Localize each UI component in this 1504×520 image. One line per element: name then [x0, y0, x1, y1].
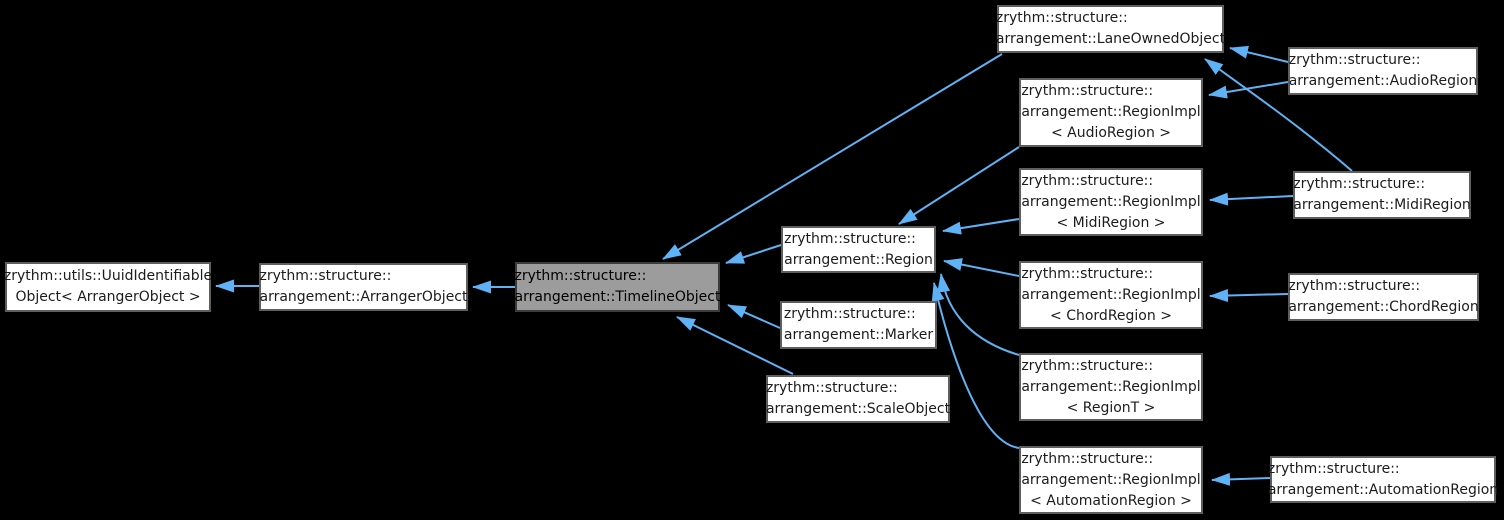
- class-name: zrythm::structure::: [259, 268, 392, 284]
- class-name: zrythm::structure::: [1021, 83, 1154, 99]
- class-name: arrangement::ArrangerObject: [259, 289, 468, 305]
- class-name: zrythm::structure::: [514, 268, 647, 284]
- node-automation-region[interactable]: zrythm::structure:: arrangement::Automat…: [1267, 456, 1499, 503]
- edge-audioregion-to-laneownedobject: [1229, 45, 1289, 63]
- class-name: zrythm::utils::UuidIdentifiable: [3, 268, 213, 284]
- class-name: zrythm::structure::: [995, 10, 1128, 26]
- class-name: arrangement::Region: [784, 251, 933, 268]
- node-lane-owned-object[interactable]: zrythm::structure:: arrangement::LaneOwn…: [995, 5, 1226, 53]
- node-region-impl-regiont[interactable]: zrythm::structure:: arrangement::RegionI…: [1019, 353, 1203, 421]
- class-name: arrangement::ScaleObject: [765, 401, 951, 417]
- class-name: arrangement::RegionImpl: [1021, 193, 1201, 210]
- node-region-impl-chord-region[interactable]: zrythm::structure:: arrangement::RegionI…: [1019, 261, 1203, 329]
- node-arranger-object[interactable]: zrythm::structure:: arrangement::Arrange…: [259, 263, 468, 311]
- class-name: zrythm::structure::: [1288, 278, 1421, 294]
- edge-scaleobject-to-timelineobject: [676, 316, 794, 375]
- node-region[interactable]: zrythm::structure:: arrangement::Region: [781, 226, 936, 273]
- class-name: arrangement::RegionImpl: [1021, 104, 1201, 120]
- template-argument: < RegionT >: [1066, 399, 1156, 416]
- class-name: Object< ArrangerObject >: [15, 289, 201, 305]
- edge-laneownedobject-to-timelineobject: [662, 53, 1003, 260]
- class-name: zrythm::structure::: [783, 306, 916, 322]
- class-name: arrangement::MidiRegion: [1293, 197, 1471, 213]
- class-name: zrythm::structure::: [1021, 450, 1154, 467]
- class-name: arrangement::ChordRegion: [1288, 299, 1479, 315]
- edge-midiregion-to-laneownedobject: [1204, 58, 1353, 172]
- edge-chordregion-to-regionimpl-chordregion: [1209, 289, 1289, 303]
- node-chord-region[interactable]: zrythm::structure:: arrangement::ChordRe…: [1288, 273, 1479, 321]
- edge-audioregion-to-regionimpl-audioregion: [1208, 81, 1289, 99]
- class-name: arrangement::LaneOwnedObject: [995, 31, 1226, 47]
- class-name: zrythm::structure::: [765, 380, 898, 396]
- node-timeline-object[interactable]: zrythm::structure:: arrangement::Timelin…: [515, 262, 720, 312]
- edge-midiregion-to-regionimpl-midiregion: [1209, 192, 1294, 206]
- class-name: zrythm::structure::: [1021, 265, 1154, 282]
- template-argument: < AudioRegion >: [1050, 125, 1172, 141]
- template-argument: < MidiRegion >: [1056, 214, 1166, 231]
- node-marker[interactable]: zrythm::structure:: arrangement::Marker: [780, 301, 937, 349]
- node-region-impl-audio-region[interactable]: zrythm::structure:: arrangement::RegionI…: [1019, 78, 1203, 147]
- template-argument: < AutomationRegion >: [1030, 492, 1192, 509]
- edge-regionimpl-audioregion-to-region: [898, 146, 1020, 225]
- node-scale-object[interactable]: zrythm::structure:: arrangement::ScaleOb…: [766, 375, 950, 423]
- class-name: zrythm::structure::: [1293, 176, 1426, 192]
- edge-regionimpl-chordregion-to-region: [943, 258, 1020, 277]
- node-uuid-identifiable-object[interactable]: zrythm::utils::UuidIdentifiable Object< …: [3, 262, 213, 312]
- class-name: zrythm::structure::: [1288, 52, 1421, 68]
- node-region-impl-midi-region[interactable]: zrythm::structure:: arrangement::RegionI…: [1019, 168, 1203, 236]
- class-name: arrangement::RegionImpl: [1021, 286, 1201, 303]
- edge-marker-to-timelineobject: [727, 304, 781, 329]
- class-name: zrythm::structure::: [784, 230, 916, 247]
- node-midi-region[interactable]: zrythm::structure:: arrangement::MidiReg…: [1293, 171, 1471, 219]
- node-region-impl-automation-region[interactable]: zrythm::structure:: arrangement::RegionI…: [1019, 446, 1203, 514]
- edge-regionimpl-midiregion-to-region: [942, 218, 1020, 235]
- class-name: arrangement::AutomationRegion: [1267, 481, 1499, 498]
- class-name: arrangement::AudioRegion: [1288, 73, 1478, 89]
- class-name: arrangement::TimelineObject: [514, 289, 721, 305]
- node-audio-region[interactable]: zrythm::structure:: arrangement::AudioRe…: [1288, 47, 1478, 95]
- class-name: arrangement::Marker: [783, 327, 934, 343]
- edge-regionimpl-regiont-to-region: [937, 273, 1020, 356]
- class-name: zrythm::structure::: [1021, 172, 1154, 189]
- class-name: arrangement::RegionImpl: [1021, 471, 1201, 488]
- class-name: arrangement::RegionImpl: [1021, 378, 1201, 395]
- edge-automationregion-to-regionimpl-automationregion: [1211, 472, 1271, 486]
- class-name: zrythm::structure::: [1021, 357, 1154, 374]
- edge-region-to-timelineobject: [725, 244, 782, 264]
- template-argument: < ChordRegion >: [1050, 307, 1172, 324]
- class-name: zrythm::structure::: [1267, 460, 1400, 477]
- edge-regionimpl-automationregion-to-region: [931, 282, 1020, 449]
